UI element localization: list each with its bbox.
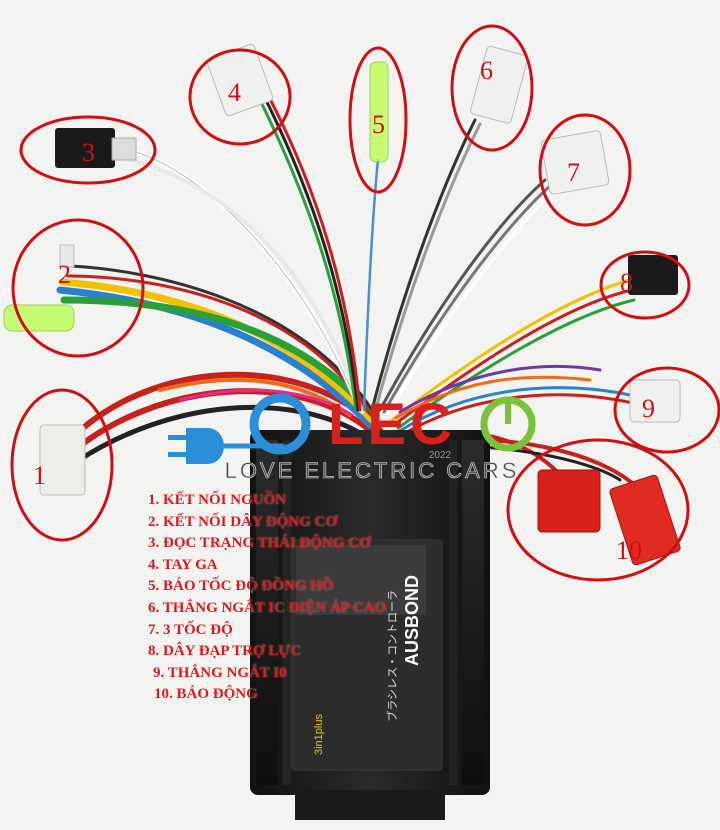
legend-item-5: 5. BÁO TỐC ĐỘ ĐỒNG HỒ: [148, 578, 334, 595]
legend-item-6: 6. THẮNG NGẮT IC ĐIỆN ÁP CAO: [148, 599, 387, 616]
legend-item-1: 1. KẾT NỐI NGUỒN: [148, 492, 287, 508]
legend-item-9: 9. THẮNG NGẮT I0: [153, 664, 287, 681]
callout-number-4: 4: [228, 78, 241, 107]
callout-circle-5: [348, 46, 408, 194]
callout-circle-2: [11, 218, 145, 358]
connector-legend: 1. KẾT NỐI NGUỒN 2. KẾT NỐI DÂY ĐỘNG CƠ …: [148, 490, 386, 706]
power-icon: [480, 396, 536, 452]
logo-mark: LEC: [328, 392, 456, 457]
callout-number-8: 8: [620, 268, 633, 297]
callout-number-1: 1: [33, 461, 46, 490]
controller-jp-label: ブラシレス・コントローラ: [385, 590, 399, 722]
callout-number-5: 5: [372, 110, 385, 139]
callout-circle-3: [19, 115, 157, 185]
callout-number-7: 7: [567, 158, 580, 187]
callout-number-6: 6: [480, 56, 493, 85]
callout-circle-7: [538, 113, 632, 227]
legend-item-10: 10. BÁO ĐỘNG: [154, 686, 258, 703]
legend-item-4: 4. TAY GA: [148, 556, 218, 573]
legend-item-3: 3. ĐỌC TRẠNG THÁI ĐỘNG CƠ: [148, 535, 371, 552]
callout-circle-4: [188, 48, 292, 146]
controller-model-tag: 3in1plus: [313, 714, 325, 755]
logo-year: 2022: [429, 450, 452, 461]
callout-number-9: 9: [642, 394, 655, 423]
callout-circle-9: [613, 366, 720, 454]
callout-circle-10: [506, 438, 690, 582]
lec-logo: LEC LOVE ELECTRIC CARS 2022: [168, 392, 536, 483]
logo-tagline: LOVE ELECTRIC CARS: [225, 458, 520, 483]
callout-circle-8: [599, 250, 691, 320]
callout-number-2: 2: [58, 260, 71, 289]
legend-item-8: 8. DÂY ĐẠP TRỢ LỰC: [148, 643, 302, 660]
callout-circle-1: [10, 388, 114, 542]
callout-number-3: 3: [82, 138, 95, 167]
legend-item-7: 7. 3 TỐC ĐỘ: [148, 621, 233, 638]
controller-brand: AUSBOND: [402, 575, 422, 666]
callout-circle-6: [450, 24, 534, 152]
legend-item-2: 2. KẾT NỐI DÂY ĐỘNG CƠ: [148, 513, 338, 530]
callout-number-10: 10: [616, 536, 642, 565]
